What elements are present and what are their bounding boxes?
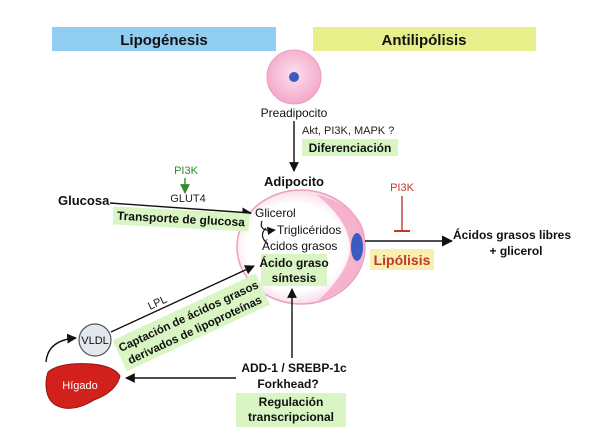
differentiation-box bbox=[302, 139, 398, 156]
lipolysis-pi3k-label: PI3K bbox=[390, 182, 415, 194]
fatty-acid-synthesis-line2: síntesis bbox=[272, 271, 317, 285]
differentiation-signals: Akt, PI3K, MAPK ? bbox=[302, 125, 394, 137]
triglycerides-label: Triglicéridos bbox=[277, 223, 341, 237]
adipocyte-nucleus bbox=[351, 233, 363, 261]
liver-organ bbox=[45, 363, 121, 409]
transcriptional-regulation-line2: transcripcional bbox=[248, 410, 334, 424]
fatty-acid-synthesis-line1: Ácido graso bbox=[259, 255, 328, 270]
fatty-acid-to-triglyceride-arrow bbox=[261, 227, 269, 245]
lipolysis-products-line2: + glicerol bbox=[489, 244, 542, 258]
preadipocyte-nucleus bbox=[289, 72, 299, 82]
glycerol-label: Glicerol bbox=[255, 206, 296, 220]
lipoprotein-uptake-arrow bbox=[110, 265, 255, 333]
lipolysis-label: Lipólisis bbox=[374, 252, 431, 268]
adipocyte-cytoplasm-rim bbox=[316, 194, 365, 301]
glucose-transport-box bbox=[112, 206, 250, 232]
lipolysis-products-line1: Ácidos grasos libres bbox=[453, 227, 571, 242]
lipolysis-box bbox=[370, 249, 434, 270]
differentiation-label: Diferenciación bbox=[309, 141, 392, 155]
glucose-label: Glucosa bbox=[58, 193, 110, 208]
transcriptional-regulation-line1: Regulación bbox=[259, 395, 324, 409]
glycerol-to-triglyceride-arrow bbox=[260, 220, 276, 236]
vldl-label: VLDL bbox=[81, 335, 109, 347]
antilipolysis-banner bbox=[313, 27, 536, 51]
lipoprotein-uptake-box bbox=[112, 273, 271, 372]
fatty-acid-synthesis-box bbox=[261, 254, 327, 286]
preadipocyte-label: Preadipocito bbox=[261, 106, 328, 120]
glut4-label: GLUT4 bbox=[170, 193, 205, 205]
transcriptional-regulation-box bbox=[236, 393, 346, 427]
forkhead-label: Forkhead? bbox=[257, 377, 318, 391]
lipogenesis-title: Lipogénesis bbox=[120, 32, 208, 49]
lipogenesis-banner bbox=[52, 27, 276, 51]
liver-to-vldl-arrow bbox=[45, 333, 77, 363]
glucose-pi3k-label: PI3K bbox=[174, 165, 199, 177]
glucose-transport-label: Transporte de glucosa bbox=[117, 209, 246, 230]
transcription-factors: ADD-1 / SREBP-1c bbox=[241, 361, 347, 375]
antilipolysis-title: Antilipólisis bbox=[381, 32, 466, 49]
vldl-particle bbox=[78, 323, 112, 357]
fatty-acids-label: Ácidos grasos bbox=[262, 238, 337, 253]
adipocyte-label: Adipocito bbox=[264, 174, 324, 189]
liver-label: Hígado bbox=[62, 380, 97, 392]
glucose-uptake-arrow bbox=[109, 202, 252, 218]
